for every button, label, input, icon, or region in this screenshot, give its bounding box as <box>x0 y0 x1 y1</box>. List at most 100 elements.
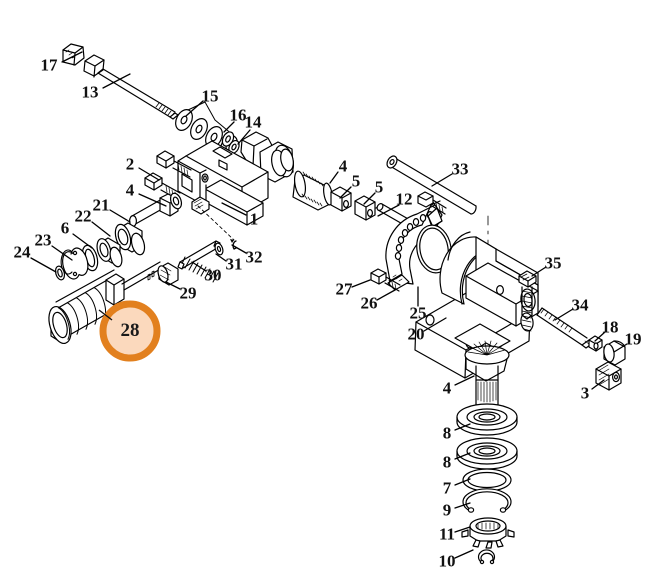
part-14-oring <box>228 139 240 155</box>
callout-3-30[interactable]: 3 <box>580 383 590 403</box>
callout-1-12[interactable]: 1 <box>249 209 259 229</box>
leader-line-8 <box>454 423 471 431</box>
leader-line-4 <box>454 375 475 386</box>
callout-25-24[interactable]: 25 <box>409 303 427 323</box>
part-31-washer <box>214 242 224 256</box>
callout-21-7[interactable]: 21 <box>92 195 110 215</box>
part-10-small-clip <box>477 549 496 565</box>
leader-line-10 <box>454 549 474 559</box>
callout-24-11[interactable]: 24 <box>13 242 31 262</box>
leader-line-8 <box>454 452 471 460</box>
leader-line-29 <box>165 281 181 290</box>
callout-29-16[interactable]: 29 <box>179 283 197 303</box>
callout-8-33[interactable]: 8 <box>442 452 452 472</box>
leader-line-4 <box>138 193 167 207</box>
leader-line-17 <box>61 51 83 63</box>
callout-4-6[interactable]: 4 <box>125 180 135 200</box>
callout-16-3[interactable]: 16 <box>229 105 247 125</box>
leader-line-3 <box>591 379 605 390</box>
leader-line-34 <box>554 308 574 321</box>
leader-line-26 <box>376 289 396 301</box>
part-bolt-upper-sector <box>417 191 447 215</box>
part-4-bevel-gear-middle <box>292 170 333 211</box>
callout-31-14[interactable]: 31 <box>225 254 243 274</box>
part-4-pinion-shaft <box>464 340 510 410</box>
leader-line-11 <box>454 526 471 533</box>
part-9-circlip <box>462 488 512 513</box>
callout-27-22[interactable]: 27 <box>335 279 353 299</box>
part-28-bellows <box>48 261 163 345</box>
callout-14-4[interactable]: 14 <box>244 112 262 132</box>
callout-9-35[interactable]: 9 <box>442 500 452 520</box>
callout-22-8[interactable]: 22 <box>74 206 92 226</box>
callout-10-37[interactable]: 10 <box>438 551 456 571</box>
leader-line-20 <box>423 317 447 332</box>
part-30-spring <box>177 240 221 283</box>
callout-5-19[interactable]: 5 <box>374 177 384 197</box>
leader-line-7 <box>454 478 471 486</box>
callout-4-31[interactable]: 4 <box>442 378 452 398</box>
part-19-plug <box>603 340 626 366</box>
part-20-gearbox-housing <box>414 231 539 379</box>
leader-line-18 <box>594 331 606 342</box>
leader-line-9 <box>454 502 471 509</box>
callout-26-23[interactable]: 26 <box>360 293 378 313</box>
callout-6-9[interactable]: 6 <box>60 218 70 238</box>
leader-line-23 <box>51 245 73 261</box>
highlight-leader-line <box>98 309 113 321</box>
part-5-bushing-b <box>354 195 376 221</box>
part-23-circlip <box>60 247 89 280</box>
leader-line-30 <box>191 261 207 272</box>
leader-line-6 <box>72 233 93 249</box>
part-2-bolt-upper <box>156 150 192 178</box>
leader-line-4 <box>329 171 339 184</box>
callout-32-13[interactable]: 32 <box>245 247 263 267</box>
highlight-circle[interactable] <box>99 300 161 362</box>
leader-line-19 <box>613 343 628 353</box>
leader-line-31 <box>215 253 227 262</box>
highlight-marker <box>98 300 161 362</box>
callout-2-5[interactable]: 2 <box>125 154 135 174</box>
callout-17-0[interactable]: 17 <box>40 55 58 75</box>
leader-line-5 <box>339 186 352 199</box>
part-7-ring <box>462 468 512 492</box>
callout-13-1[interactable]: 13 <box>81 82 99 102</box>
leader-line-16 <box>223 121 235 133</box>
leader-line-5 <box>363 192 376 205</box>
leader-line-24 <box>30 257 57 273</box>
callout-18-28[interactable]: 18 <box>601 317 619 337</box>
leader-line-27 <box>351 279 371 288</box>
part-33-rod <box>386 155 489 291</box>
part-8-bearing-lower <box>456 437 518 470</box>
leader-line-35 <box>531 266 547 277</box>
part-27-bolt <box>370 268 401 292</box>
callout-34-27[interactable]: 34 <box>571 295 589 315</box>
part-25-26-sector <box>385 194 452 291</box>
callout-23-10[interactable]: 23 <box>34 230 52 250</box>
callout-4-17[interactable]: 4 <box>338 156 348 176</box>
leader-line-15 <box>185 100 204 117</box>
callout-30-15[interactable]: 30 <box>204 265 222 285</box>
part-1-housing <box>177 131 295 226</box>
callout-33-21[interactable]: 33 <box>451 159 469 179</box>
part-24-small-clip <box>54 265 66 281</box>
callout-11-36[interactable]: 11 <box>438 524 456 544</box>
part-22-seal <box>96 237 123 268</box>
highlighted-part-number[interactable]: 28 <box>120 320 140 341</box>
callout-20-25[interactable]: 20 <box>407 324 425 344</box>
part-29-collar <box>157 262 179 286</box>
part-35-bolt <box>518 270 537 320</box>
leader-line-33 <box>431 173 453 187</box>
callout-5-18[interactable]: 5 <box>351 171 361 191</box>
part-3-threaded-plug <box>595 361 622 391</box>
part-5-bushing-a <box>330 186 352 212</box>
callout-7-34[interactable]: 7 <box>442 478 452 498</box>
callout-12-20[interactable]: 12 <box>395 189 413 209</box>
part-13-long-bolt <box>83 54 179 120</box>
callout-19-29[interactable]: 19 <box>624 329 642 349</box>
part-8-bearing-upper <box>456 403 518 436</box>
callout-15-2[interactable]: 15 <box>201 86 219 106</box>
callout-35-26[interactable]: 35 <box>544 253 562 273</box>
callout-8-32[interactable]: 8 <box>442 423 452 443</box>
